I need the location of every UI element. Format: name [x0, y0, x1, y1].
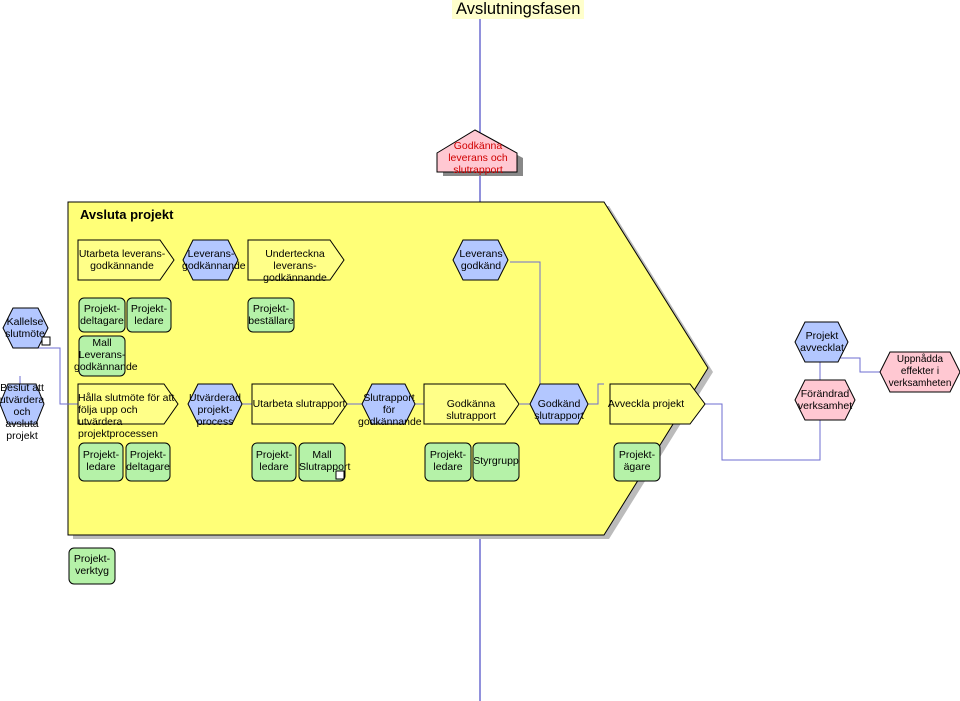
underteckna-label: Underteckna leverans-godkännande — [263, 248, 327, 284]
projektdeltagare-2-label: Projekt-deltagare — [126, 449, 170, 473]
leverans-godkand-label: Leverans godkänd — [459, 248, 503, 272]
uppnadda-label: Uppnådda effekter i verksamheten — [888, 354, 952, 389]
leverans-godk-1-shape[interactable] — [182, 239, 239, 281]
uppnadda-shape[interactable] — [879, 351, 960, 393]
godkand-slutrapport-shape[interactable] — [529, 383, 589, 425]
godkanna-top-label: Godkänna leverans och slutrapport — [448, 140, 508, 176]
forandrad-label: Förändrad verksamhet — [797, 388, 853, 412]
kallelse-label: Kallelse slutmöte — [5, 316, 45, 340]
avveckla-shape[interactable] — [609, 383, 706, 425]
mall-slutrapport-link-icon[interactable] — [335, 470, 345, 480]
kallelse-shape[interactable] — [2, 307, 49, 349]
projektagare-shape[interactable] — [613, 442, 661, 482]
avveckla-label: Avveckla projekt — [607, 398, 685, 410]
projektledare-4-shape[interactable] — [424, 442, 472, 482]
utarbeta-slutrapport-shape[interactable] — [251, 383, 348, 425]
projektledare-3-label: Projekt-ledare — [255, 449, 293, 473]
mall-leverans-label: Mall Leverans-godkännande — [74, 337, 138, 373]
godkanna-top-shape[interactable] — [436, 129, 518, 173]
beslut-label: Beslut att utvärdera och avsluta projekt — [0, 382, 45, 442]
frame-title: Avsluta projekt — [80, 207, 174, 222]
projektledare-2-shape[interactable] — [78, 442, 124, 482]
beslut-shape[interactable] — [0, 383, 45, 425]
projektledare-1-label: Projekt-ledare — [130, 303, 168, 327]
underteckna-shape[interactable] — [247, 239, 345, 281]
projektverktyg-shape[interactable] — [68, 547, 116, 585]
halla-slutmote-shape[interactable] — [77, 383, 179, 425]
forandrad-shape[interactable] — [794, 379, 856, 421]
utarbeta-leverans-label: Utarbeta leverans-godkännande — [78, 248, 166, 272]
mall-slutrapport-shape[interactable] — [298, 442, 346, 482]
projektledare-1-shape[interactable] — [126, 297, 172, 333]
projektbestallare-shape[interactable] — [247, 297, 295, 333]
projektverktyg-label: Projekt-verktyg — [73, 553, 111, 577]
halla-slutmote-label: Hålla slutmöte för att följa upp och utv… — [78, 392, 175, 440]
styrgrupp-shape[interactable] — [472, 442, 520, 482]
godkanna-slutrapport-label: Godkänna slutrapport — [446, 398, 496, 422]
projektledare-4-label: Projekt-ledare — [429, 449, 467, 473]
utvarderad-shape[interactable] — [187, 383, 243, 425]
godkand-slutrapport-label: Godkänd slutrapport — [534, 398, 584, 422]
connectors — [19, 261, 880, 461]
utarbeta-leverans-shape[interactable] — [77, 239, 175, 281]
utvarderad-label: Utvärderad projekt-process — [189, 392, 241, 428]
kallelse-link-icon[interactable] — [41, 336, 51, 346]
projektdeltagare-2-shape[interactable] — [125, 442, 171, 482]
projektledare-2-label: Projekt-ledare — [82, 449, 120, 473]
slutrapport-for-shape[interactable] — [361, 383, 416, 425]
page-title: Avslutningsfasen — [452, 0, 585, 19]
projektagare-label: Projekt-ägare — [618, 449, 656, 473]
mall-leverans-shape[interactable] — [78, 335, 126, 377]
projektbestallare-label: Projekt-beställare — [248, 303, 294, 327]
utarbeta-slutrapport-label: Utarbeta slutrapport — [252, 398, 346, 410]
godkanna-slutrapport-shape[interactable] — [423, 383, 520, 425]
leverans-godkand-shape[interactable] — [452, 239, 509, 281]
projektdeltagare-1-label: Projekt-deltagare — [80, 303, 124, 327]
projektledare-3-shape[interactable] — [251, 442, 297, 482]
mall-slutrapport-label: Mall Slutrapport — [299, 449, 351, 473]
styrgrupp-label: Styrgrupp — [473, 455, 519, 467]
slutrapport-for-label: Slutrapport för godkännande — [358, 392, 422, 428]
leverans-godk-1-label: Leverans-godkännande — [182, 248, 246, 272]
projekt-avvecklat-shape[interactable] — [794, 321, 849, 363]
projektdeltagare-1-shape[interactable] — [78, 297, 126, 333]
projekt-avvecklat-label: Projekt avvecklat — [800, 330, 844, 354]
